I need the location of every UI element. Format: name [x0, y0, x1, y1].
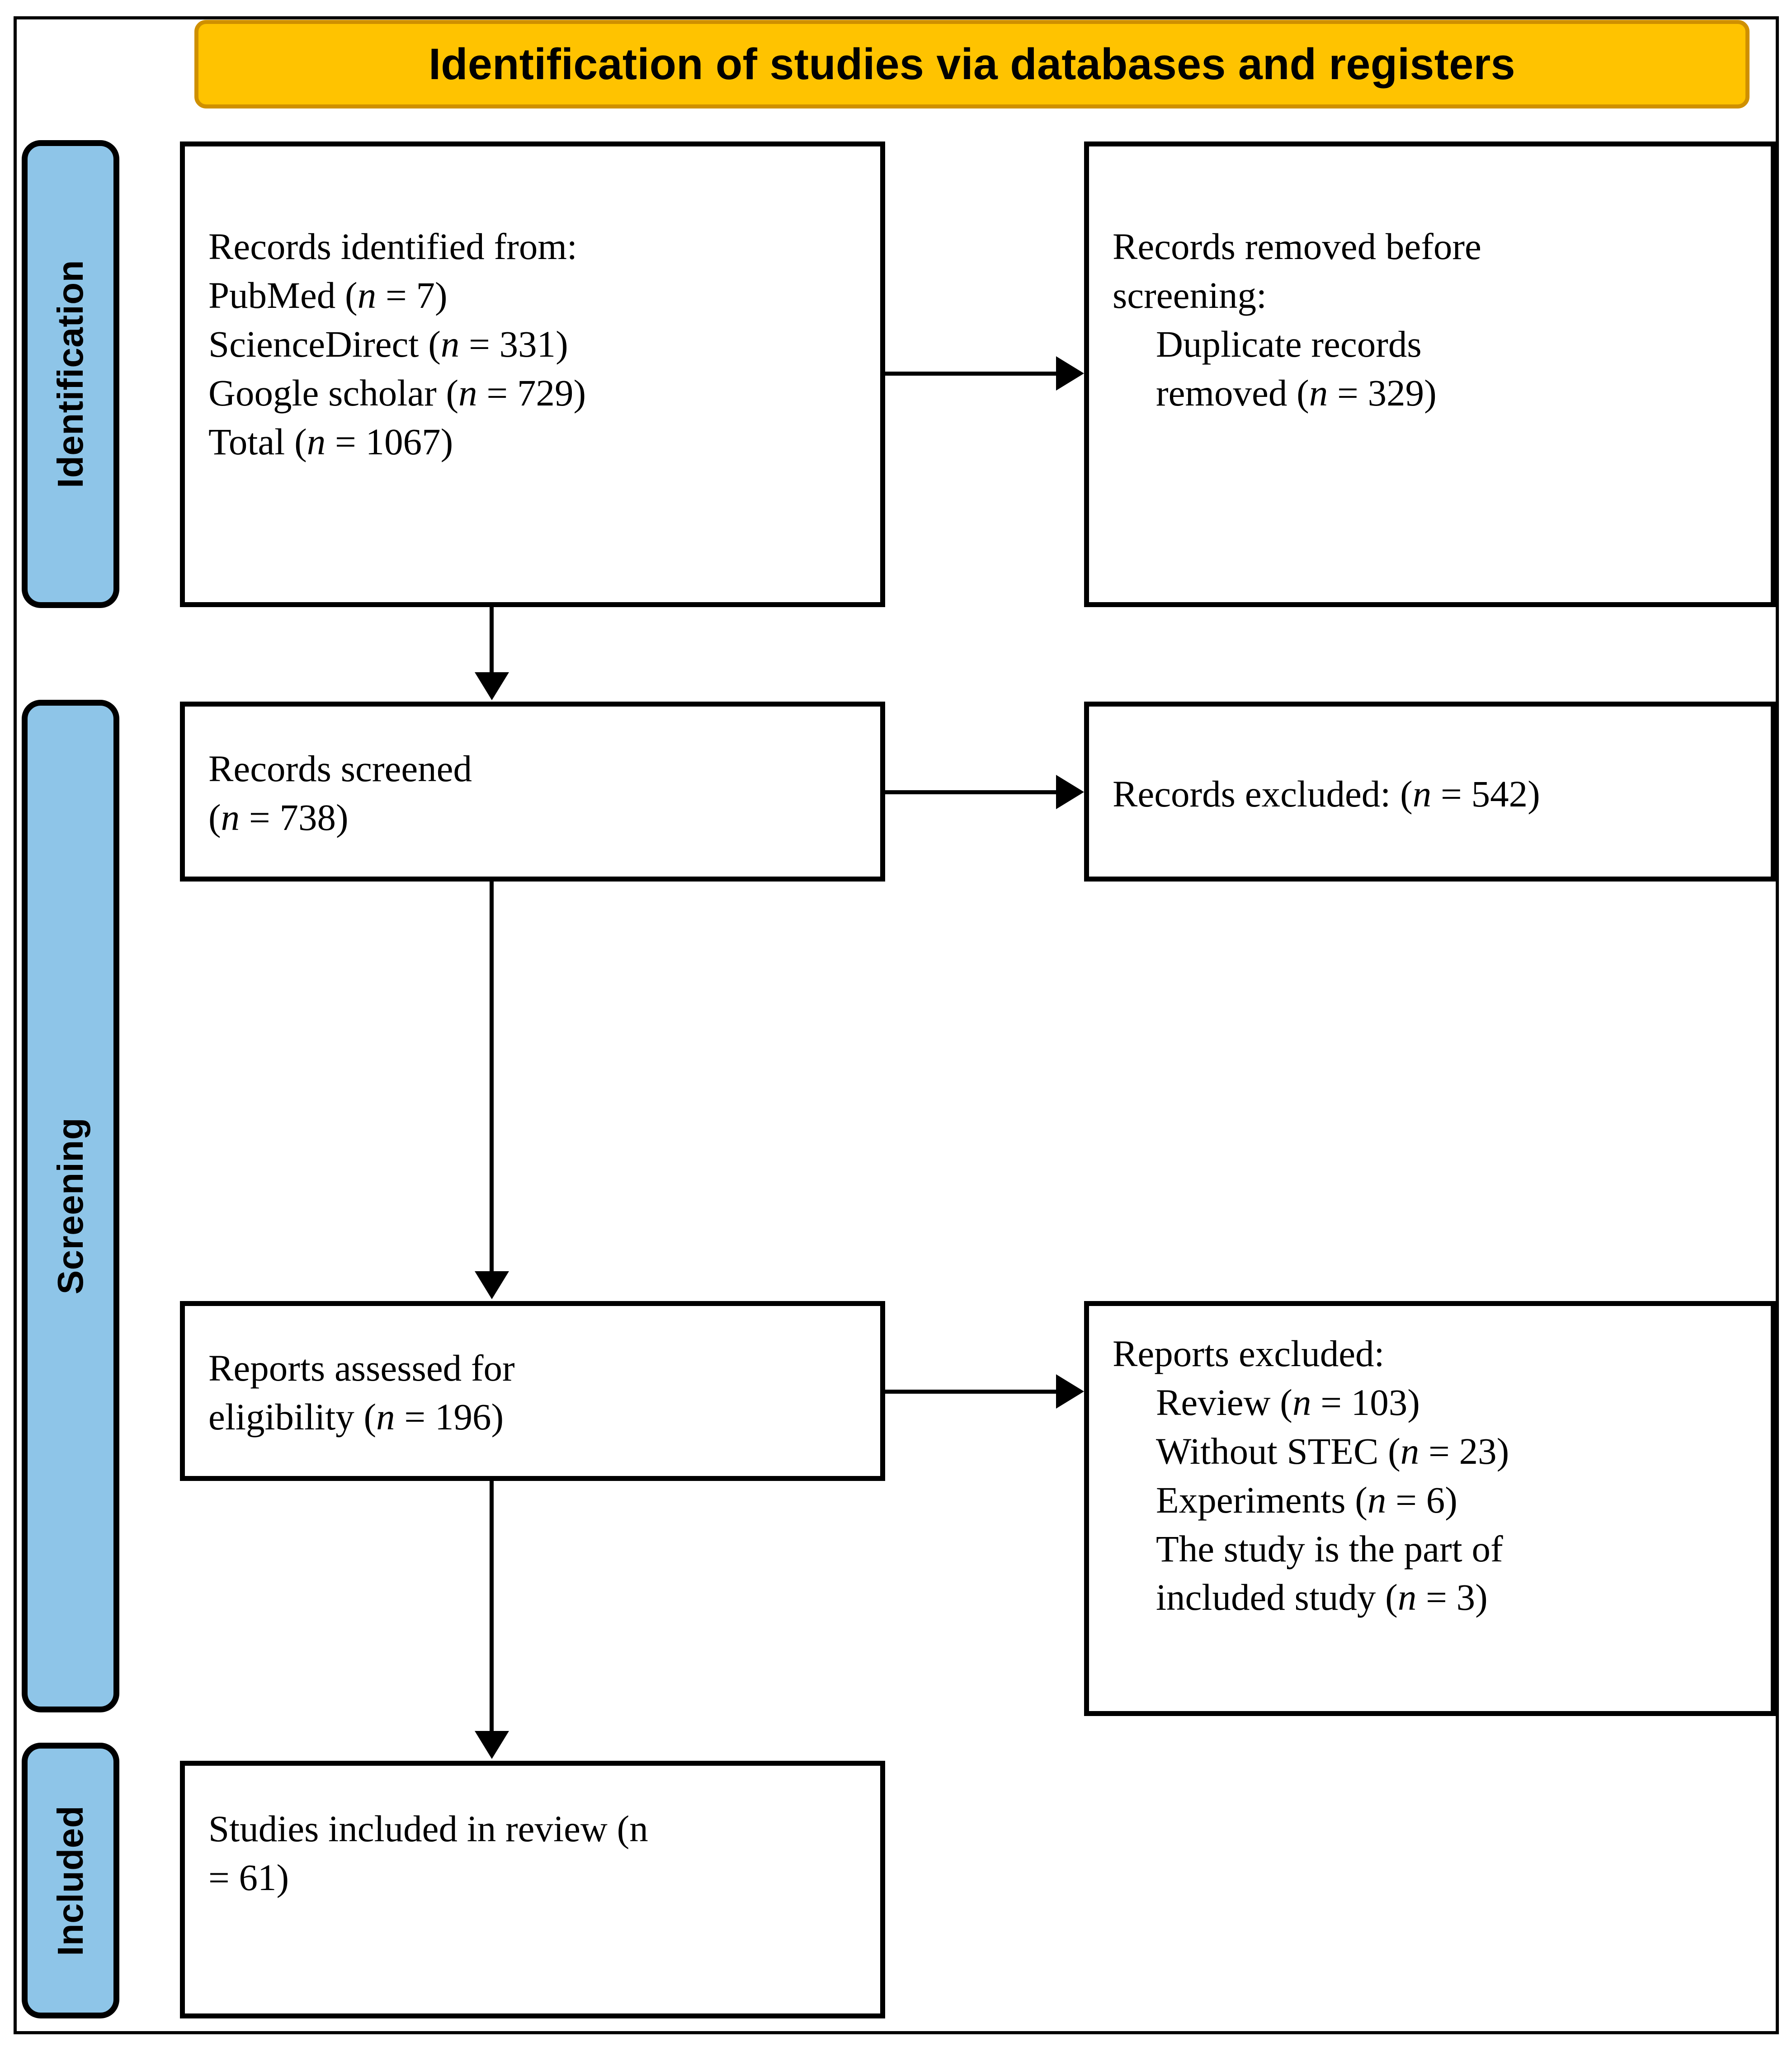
- connector-screened-to-excluded: [885, 790, 1057, 794]
- line-removed-heading-2: screening:: [1113, 274, 1267, 316]
- line-reports-excluded-part-2: included study (n = 3): [1156, 1576, 1488, 1618]
- connector-identified-to-removed: [885, 372, 1057, 376]
- line-reports-excluded-experiments: Experiments (n = 6): [1156, 1479, 1457, 1521]
- stage-label-screening: Screening: [50, 1117, 90, 1295]
- line-reports-excluded-without-stec: Without STEC (n = 23): [1156, 1430, 1509, 1472]
- box-records-screened: Records screened (n = 738): [180, 702, 885, 882]
- connector-identified-to-screened: [490, 607, 494, 675]
- diagram-outer-frame: [14, 16, 1779, 2034]
- line-identified-total: Total (n = 1067): [208, 420, 453, 462]
- arrow-head-screened-to-eligibility-icon: [475, 1271, 509, 1299]
- line-screened-label: Records screened: [208, 748, 472, 789]
- stage-label-identification: Identification: [50, 260, 90, 488]
- line-reports-excluded-part-1: The study is the part of: [1156, 1528, 1503, 1570]
- line-included-1: Studies included in review (n: [208, 1808, 648, 1849]
- banner-identification-header: Identification of studies via databases …: [194, 20, 1750, 108]
- stage-label-included: Included: [50, 1805, 90, 1956]
- line-identified-sciencedirect: ScienceDirect (n = 331): [208, 323, 568, 365]
- line-identified-google-scholar: Google scholar (n = 729): [208, 372, 586, 414]
- box-reports-excluded: Reports excluded: Review (n = 103) Witho…: [1084, 1301, 1776, 1716]
- box-reports-excluded-text: Reports excluded: Review (n = 103) Witho…: [1113, 1330, 1757, 1622]
- line-removed-duplicate-2: removed (n = 329): [1156, 372, 1437, 414]
- line-screened-count: (n = 738): [208, 796, 349, 838]
- connector-eligibility-to-included: [490, 1481, 494, 1733]
- arrow-head-eligibility-to-reports-excluded-icon: [1056, 1374, 1084, 1409]
- box-studies-included: Studies included in review (n = 61): [180, 1761, 885, 2018]
- stage-bar-screening: Screening: [22, 700, 119, 1712]
- line-removed-duplicate-1: Duplicate records: [1156, 323, 1422, 365]
- line-eligibility-1: Reports assessed for: [208, 1347, 515, 1389]
- box-records-screened-text: Records screened (n = 738): [208, 745, 867, 842]
- line-reports-excluded-heading: Reports excluded:: [1113, 1333, 1385, 1374]
- arrow-head-eligibility-to-included-icon: [475, 1731, 509, 1759]
- banner-title: Identification of studies via databases …: [429, 39, 1515, 89]
- box-records-removed-text: Records removed before screening: Duplic…: [1113, 222, 1757, 418]
- line-reports-excluded-review: Review (n = 103): [1156, 1381, 1420, 1423]
- line-identified-pubmed: PubMed (n = 7): [208, 274, 448, 316]
- connector-eligibility-to-reports-excluded: [885, 1390, 1057, 1394]
- box-studies-included-text: Studies included in review (n = 61): [208, 1805, 867, 1902]
- box-records-removed: Records removed before screening: Duplic…: [1084, 141, 1776, 607]
- box-records-identified: Records identified from: PubMed (n = 7) …: [180, 141, 885, 607]
- box-records-excluded: Records excluded: (n = 542): [1084, 702, 1776, 882]
- connector-screened-to-eligibility: [490, 882, 494, 1273]
- line-removed-heading-1: Records removed before: [1113, 226, 1481, 267]
- box-reports-assessed: Reports assessed for eligibility (n = 19…: [180, 1301, 885, 1481]
- line-included-2: = 61): [208, 1856, 289, 1898]
- line-records-excluded: Records excluded: (n = 542): [1113, 773, 1540, 815]
- stage-bar-identification: Identification: [22, 140, 119, 608]
- box-records-identified-text: Records identified from: PubMed (n = 7) …: [208, 222, 867, 466]
- arrow-head-screened-to-excluded-icon: [1056, 775, 1084, 809]
- arrow-head-identified-to-screened-icon: [475, 672, 509, 700]
- box-records-excluded-text: Records excluded: (n = 542): [1113, 770, 1757, 819]
- stage-bar-included: Included: [22, 1743, 119, 2018]
- box-reports-assessed-text: Reports assessed for eligibility (n = 19…: [208, 1344, 867, 1442]
- arrow-head-identified-to-removed-icon: [1056, 356, 1084, 391]
- line-identified-heading: Records identified from:: [208, 226, 577, 267]
- line-eligibility-2: eligibility (n = 196): [208, 1396, 504, 1438]
